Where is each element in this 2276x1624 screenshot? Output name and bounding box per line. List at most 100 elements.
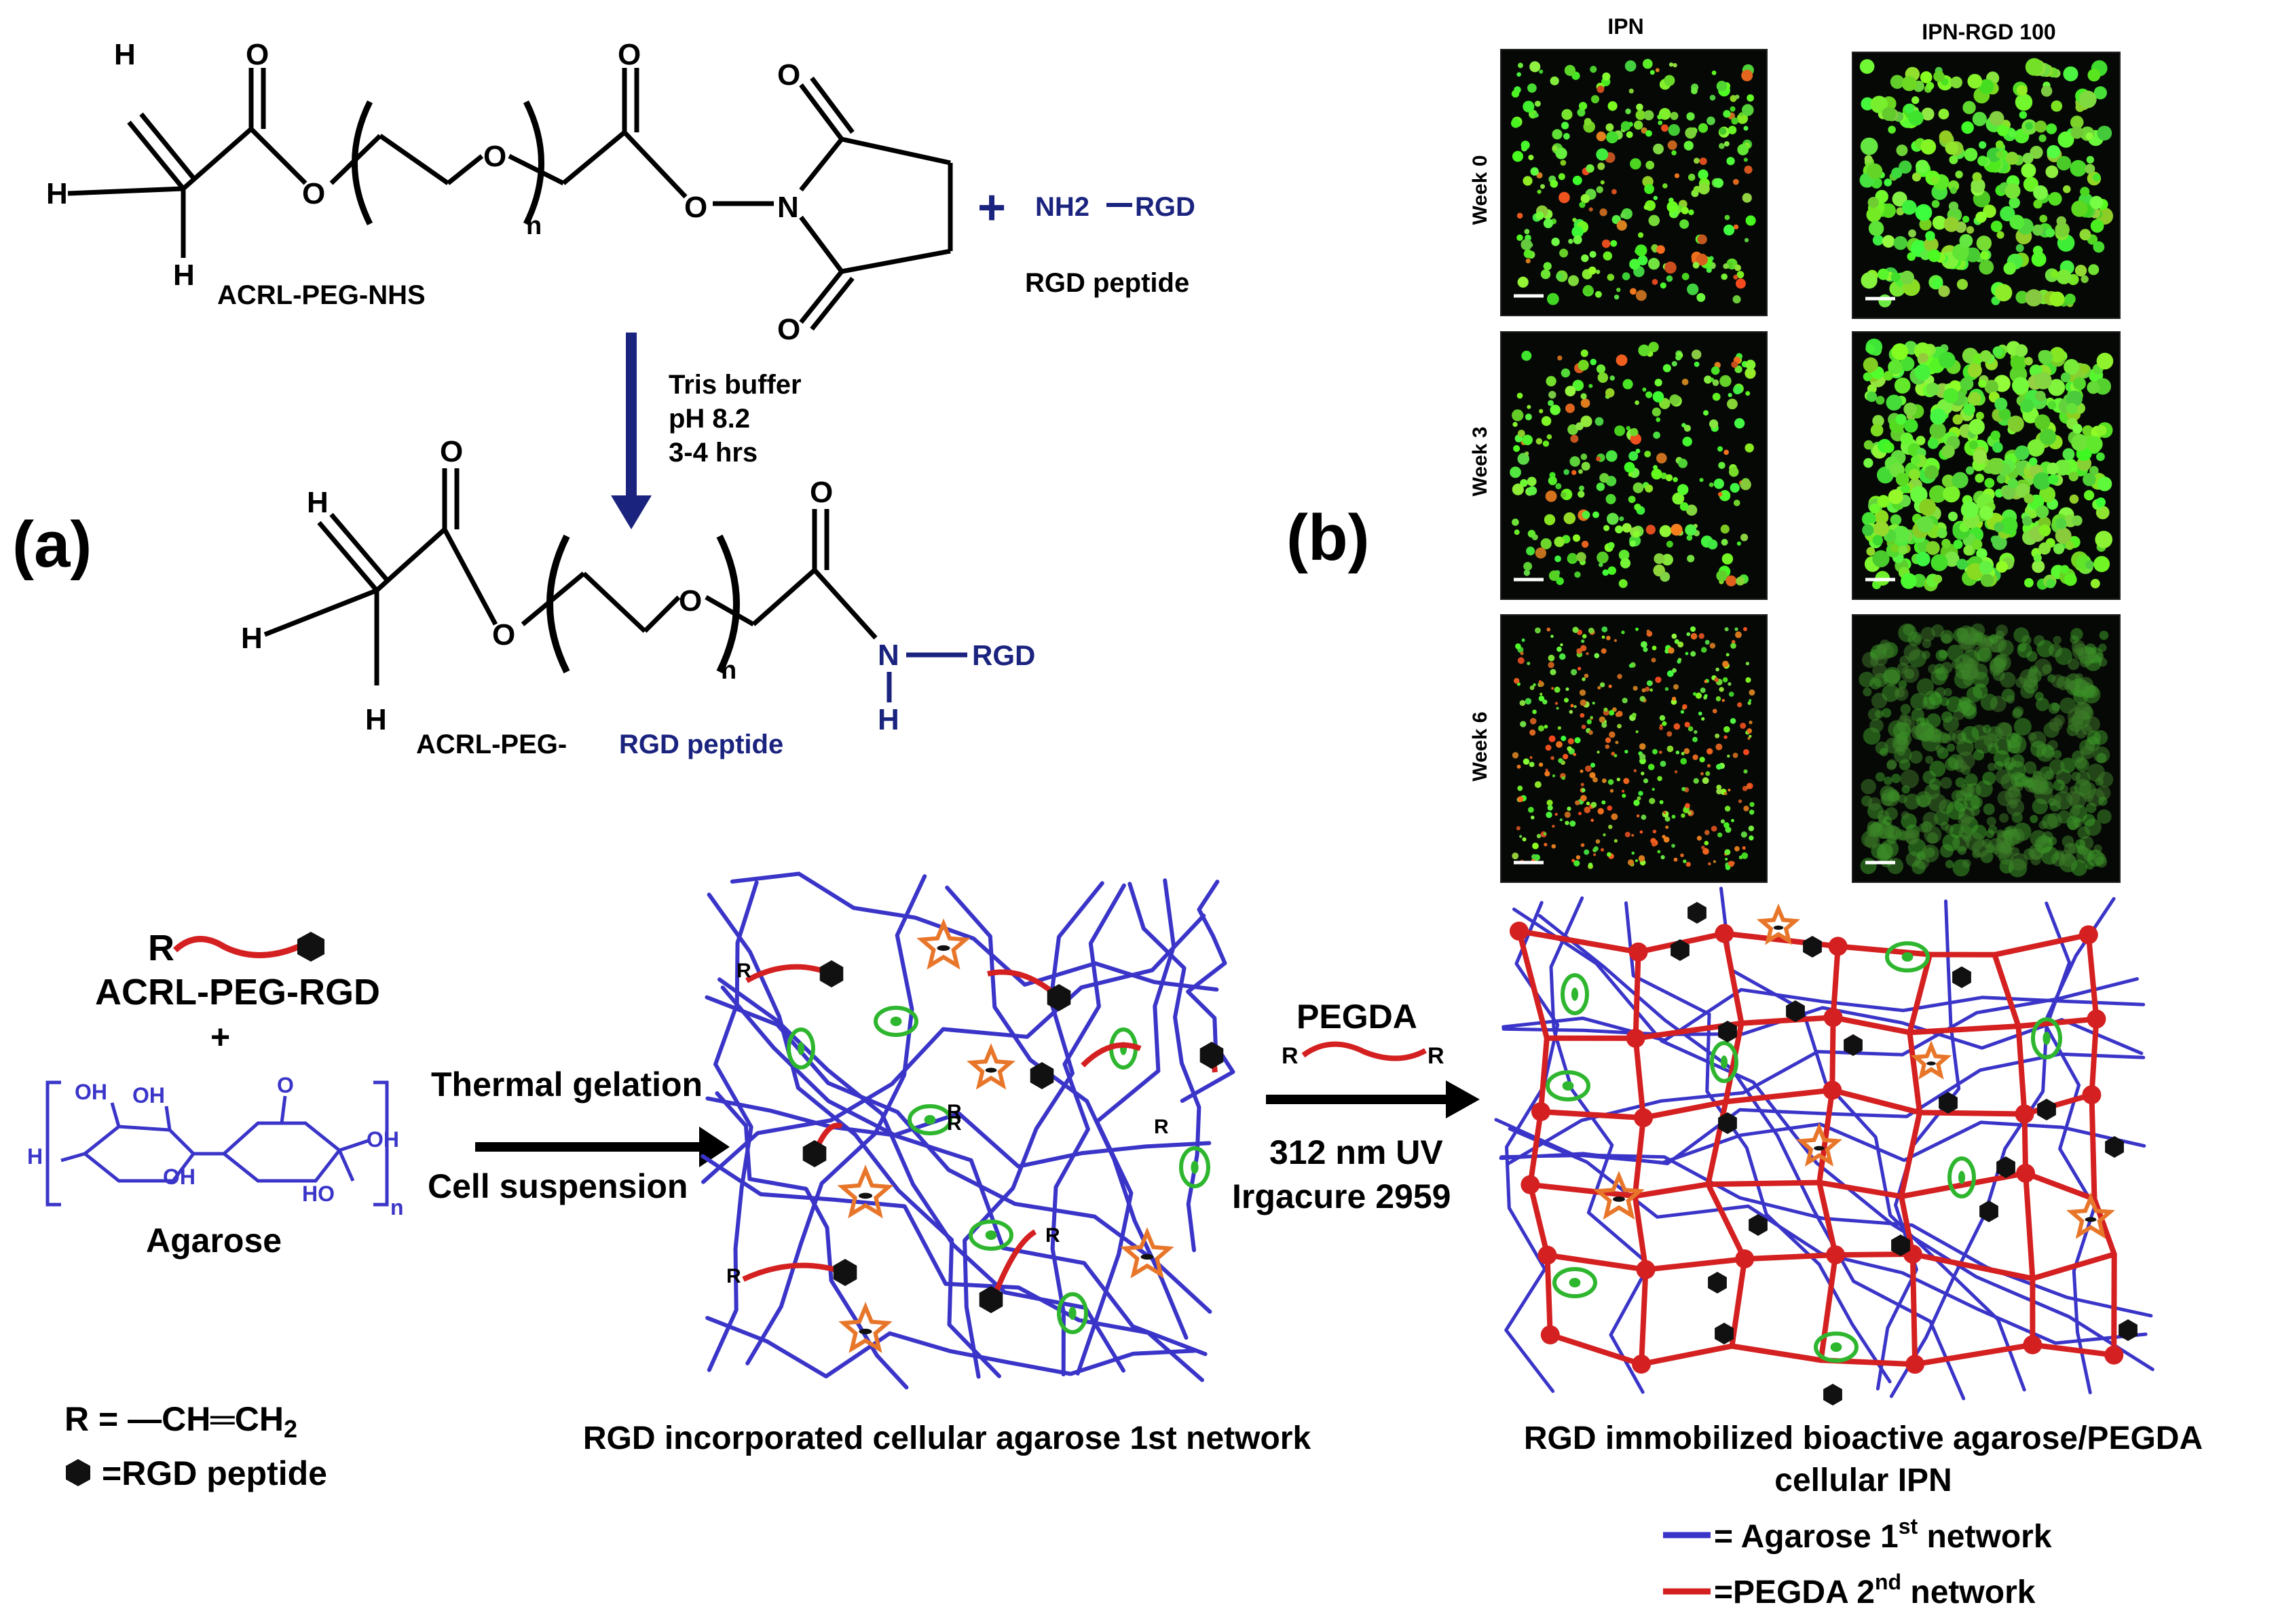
crosslink-node (1521, 1175, 1540, 1194)
cell-dot (1649, 70, 1655, 75)
cell-dot (1904, 419, 1918, 433)
cell-dot (2053, 779, 2065, 791)
cell-dot (1635, 627, 1639, 631)
atom-o: O (483, 140, 506, 173)
rgd-hexagon-icon (819, 960, 844, 987)
cell-dot (2015, 93, 2033, 111)
cell-dot (2047, 462, 2059, 475)
cell-dot (1590, 762, 1596, 768)
cell-dot (1882, 684, 1900, 702)
cell-dot (1574, 737, 1581, 744)
cell-dot (1559, 818, 1563, 822)
cell-dot (2042, 664, 2053, 675)
atom-n: N (777, 191, 799, 224)
cell-dot (1545, 490, 1557, 502)
cell-dot (1523, 569, 1531, 576)
cell-dot (1560, 643, 1563, 647)
cell-dot (1691, 350, 1702, 360)
cell-dot (1685, 524, 1697, 536)
cell-dot (1614, 425, 1626, 436)
crosslink-node (1540, 1325, 1560, 1344)
cell-dot (1943, 716, 1960, 732)
cell-dot (1938, 352, 1956, 369)
cell-dot (1888, 126, 1896, 134)
cell-dot (1747, 736, 1751, 740)
cell-dot (1955, 170, 1963, 178)
cell-dot (1685, 127, 1697, 139)
step2-pegda-chain (1301, 1041, 1427, 1061)
cell-dot (1639, 743, 1646, 750)
cell-dot (1915, 204, 1933, 221)
cell-dot (1962, 215, 1970, 223)
cell-dot (2008, 129, 2017, 138)
cell-dot (1668, 124, 1680, 136)
atom-h: H (878, 703, 899, 736)
cell-dot (1586, 164, 1594, 173)
cell-dot (1743, 749, 1749, 755)
polymer-strand (1549, 896, 1651, 1394)
cell-dot (1582, 510, 1590, 519)
crosslink-node (2082, 1085, 2102, 1105)
cell-dot (2082, 685, 2101, 704)
cell-ellipse-icon (1710, 1041, 1738, 1083)
product-name-suffix: RGD peptide (619, 730, 783, 759)
cell-dot (1952, 472, 1969, 489)
cell-dot (1546, 376, 1556, 387)
cell-dot (1653, 465, 1658, 470)
cell-dot (2079, 229, 2091, 241)
cell-dot (1945, 141, 1959, 155)
cell-dot (1651, 658, 1656, 663)
cell-dot (1527, 529, 1536, 538)
cell-dot (1618, 579, 1628, 588)
r-group-label: R (736, 960, 751, 982)
cell-dot (1615, 525, 1623, 533)
cell-dot (1728, 467, 1739, 477)
atom-o: O (679, 584, 702, 618)
cell-dot (1891, 774, 1901, 784)
cell-dot (1666, 540, 1673, 548)
polymer-strand (701, 913, 1206, 1184)
cell-dot (2021, 635, 2032, 645)
cell-dot (1716, 763, 1722, 770)
cell-dot (1925, 755, 1934, 764)
cell-nucleus (890, 1017, 902, 1026)
cell-dot (1727, 398, 1738, 410)
cell-dot (1619, 516, 1624, 522)
cell-dot (1664, 261, 1677, 274)
cell-dot (1899, 713, 1909, 722)
cell-dot (1646, 629, 1650, 633)
cell-dot (1652, 391, 1664, 402)
cell-dot (1683, 748, 1690, 755)
cell-dot (1565, 687, 1569, 691)
cell-dot (1660, 282, 1666, 289)
polymer-strand (1501, 987, 2146, 1042)
cell-dot (1565, 403, 1575, 413)
step2-r-left: R (1282, 1043, 1299, 1069)
cell-dot (1932, 278, 1943, 289)
cell-dot (1998, 408, 2011, 421)
cell-dot (1895, 413, 1907, 425)
cell-dot (1911, 96, 1920, 105)
cell-dot (2053, 543, 2065, 554)
cell-dot (1989, 111, 2004, 126)
cell-dot (2010, 772, 2026, 787)
cell-dot (1667, 140, 1677, 150)
cell-dot (1616, 287, 1621, 292)
cell-dot (1527, 83, 1537, 93)
cell-dot (2032, 798, 2049, 815)
cell-dot (2032, 245, 2043, 256)
cell-dot (2066, 791, 2081, 806)
cell-dot (1554, 536, 1565, 548)
cell-dot (1975, 411, 1984, 420)
cell-dot (2033, 554, 2042, 563)
cell-dot (1680, 757, 1687, 765)
stem-cell-star-icon (1120, 1227, 1174, 1279)
cell-dot (1682, 706, 1685, 710)
stem-cell-star-icon (1593, 1171, 1645, 1220)
cell-dot (1982, 771, 1996, 785)
micrograph-ipn-week-3 (1500, 331, 1768, 600)
cell-dot (1522, 434, 1533, 445)
cell-dot (1630, 288, 1637, 295)
stem-cell-star-icon (916, 918, 971, 970)
cell-dot (1539, 409, 1544, 414)
